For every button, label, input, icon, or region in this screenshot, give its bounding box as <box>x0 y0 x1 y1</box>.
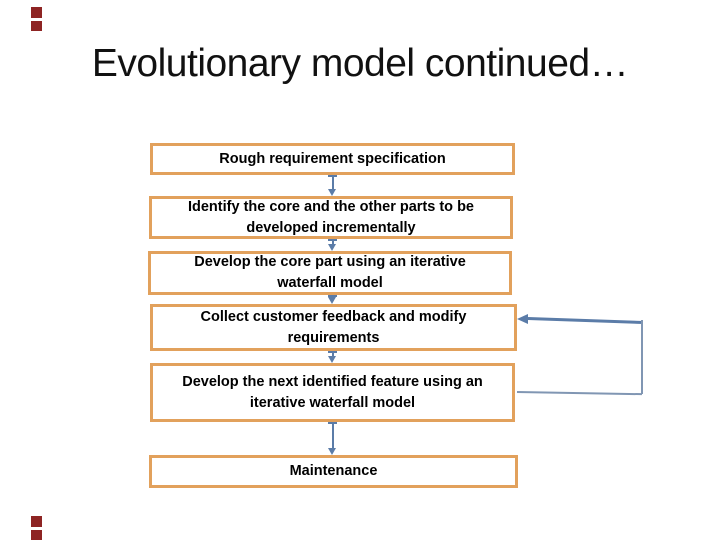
arrow-line <box>331 295 334 298</box>
arrow-line <box>331 239 334 245</box>
arrowhead-icon <box>328 297 336 304</box>
arrowhead-icon <box>328 356 336 363</box>
down-arrow-2 <box>326 239 339 251</box>
feedback-vertical-line <box>641 320 643 394</box>
accent-square <box>31 21 42 31</box>
flowchart-step-maintenance: Maintenance <box>149 455 518 488</box>
flowchart-step-identify-core: Identify the core and the other parts to… <box>149 196 513 239</box>
accent-square <box>31 7 42 18</box>
arrow-line <box>331 175 334 190</box>
accent-square <box>31 516 42 527</box>
feedback-arrow-line <box>527 317 643 325</box>
down-arrow-4 <box>326 351 339 363</box>
feedback-bottom-line <box>516 391 642 396</box>
flowchart-step-rough-requirements: Rough requirement specification <box>150 143 515 175</box>
down-arrow-5 <box>326 422 339 455</box>
arrowhead-icon <box>328 244 336 251</box>
flowchart-step-collect-feedback: Collect customer feedback and modify req… <box>150 304 517 351</box>
flowchart-step-develop-next-feature: Develop the next identified feature usin… <box>150 363 515 422</box>
arrowhead-icon <box>328 189 336 196</box>
arrow-line <box>331 422 334 449</box>
down-arrow-1 <box>326 175 339 196</box>
down-arrow-3 <box>326 295 339 304</box>
arrow-line <box>331 351 334 357</box>
feedback-arrowhead-icon <box>517 314 528 324</box>
accent-square <box>31 530 42 540</box>
arrowhead-icon <box>328 448 336 455</box>
flowchart-step-develop-core: Develop the core part using an iterative… <box>148 251 512 295</box>
slide-title: Evolutionary model continued… <box>91 42 629 85</box>
